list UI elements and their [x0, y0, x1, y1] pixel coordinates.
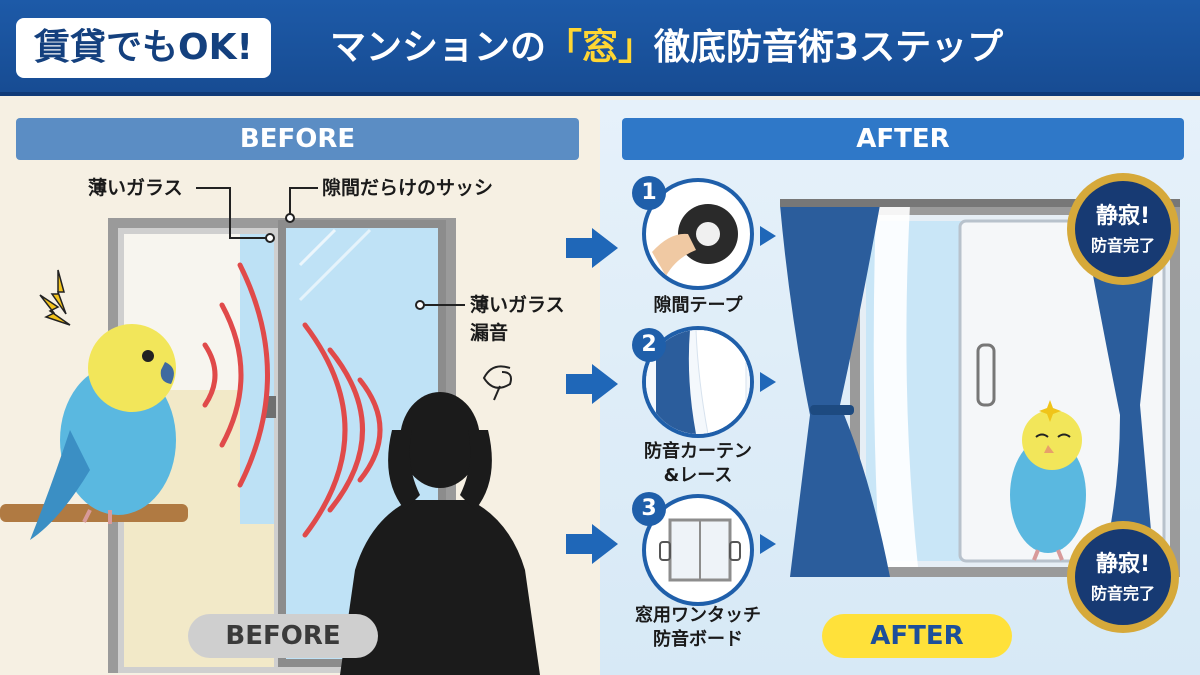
tape-icon: [652, 204, 738, 276]
step-2-image: [642, 326, 754, 438]
page-title: マンションの「窓」徹底防音術3ステップ: [330, 18, 1003, 78]
title-prefix: マンションの: [330, 27, 547, 68]
after-label: AFTER: [822, 614, 1012, 658]
calm-parakeet-icon: [1010, 410, 1086, 561]
title-highlight: 「窓」: [546, 27, 655, 68]
step-2-number: 2: [632, 328, 666, 362]
step-1-label: 隙間テープ: [653, 295, 743, 316]
title-suffix: 徹底防音術3ステップ: [654, 27, 1004, 68]
step-3-label: 窓用ワンタッチ 防音ボード: [613, 604, 783, 652]
parakeet-icon: [30, 324, 176, 540]
stamp-quiet-text: 静寂!: [1095, 204, 1151, 229]
arrow-right-icon: [566, 524, 618, 564]
curtain-left: [780, 205, 890, 577]
arrow-right-icon: [566, 364, 618, 404]
curtain-right: [1080, 205, 1160, 577]
step-3-label-line2: 防音ボード: [653, 629, 743, 650]
board-icon: [659, 518, 741, 582]
before-label: BEFORE: [188, 614, 378, 658]
lace-curtain: [873, 205, 918, 567]
step-2-label: 防音カーテン &レース: [618, 440, 778, 488]
callout-sound-leak: 漏音: [470, 322, 509, 344]
dizzy-swirl-icon: [482, 365, 512, 401]
badge-rental-ok: 賃貸でもOK!: [16, 18, 271, 78]
chevron-right-icon: [760, 226, 776, 246]
quiet-stamp-top: 静寂! 防音完了: [1064, 170, 1182, 288]
callout-thin-glass: 薄いガラス: [88, 177, 183, 199]
sound-waves-icon: [202, 262, 383, 538]
step-2-label-line2: &レース: [663, 465, 733, 486]
curtain-tieback: [810, 405, 854, 415]
step-3-number: 3: [632, 492, 666, 526]
after-heading: AFTER: [622, 118, 1184, 160]
chevron-right-icon: [760, 534, 776, 554]
step-1-number: 1: [632, 176, 666, 210]
arrow-right-icon: [566, 228, 618, 268]
callout-thin-glass-2: 薄いガラス: [470, 294, 565, 316]
chevron-right-icon: [760, 372, 776, 392]
quiet-stamp-bottom: 静寂! 防音完了: [1064, 518, 1182, 636]
before-heading: BEFORE: [16, 118, 579, 160]
step-3-label-line1: 窓用ワンタッチ: [635, 605, 761, 626]
stressed-person-icon: [340, 392, 540, 675]
curtain-rod: [780, 199, 1180, 207]
stamp-quiet-text: 静寂!: [1095, 552, 1151, 577]
stamp-done-text: 防音完了: [1090, 236, 1155, 255]
step-2-label-line1: 防音カーテン: [644, 441, 752, 462]
header-banner: 賃貸でもOK! マンションの「窓」徹底防音術3ステップ: [0, 0, 1200, 96]
sparkle-icon: [1039, 400, 1061, 422]
callout-sash-gaps: 隙間だらけのサッシ: [322, 177, 494, 199]
stamp-done-text: 防音完了: [1090, 584, 1155, 603]
lightning-icon: [39, 269, 71, 326]
